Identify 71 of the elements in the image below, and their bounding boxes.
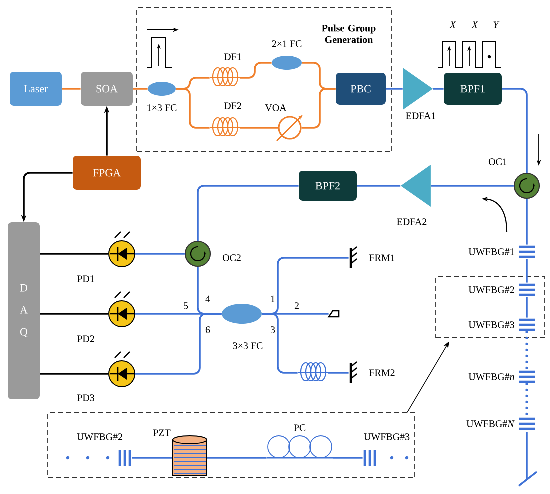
fiber-line <box>526 259 528 283</box>
pulse-label: Y <box>494 22 500 28</box>
component-label: OC1 <box>488 158 507 166</box>
port-number: 5 <box>184 302 188 310</box>
fiber-line <box>240 62 272 79</box>
dashed-group-box <box>436 276 546 338</box>
component-label: OC2 <box>222 254 241 262</box>
component-label: 2×1 FC <box>272 40 302 48</box>
fiber-line <box>302 88 336 129</box>
component-label: PD2 <box>77 336 94 342</box>
component-label: PD1 <box>77 276 94 282</box>
fiber-line <box>132 457 172 459</box>
cable-line <box>40 313 108 315</box>
port-number: 4 <box>206 296 210 302</box>
port-number: 6 <box>206 326 210 334</box>
fiber-line <box>526 330 528 372</box>
combiner-box: PBC <box>336 73 386 105</box>
component-label: UWFBG#1 <box>468 248 514 256</box>
component-label: 1×3 FC <box>148 104 177 112</box>
component-label: DF1 <box>224 54 242 60</box>
component-label: UWFBG#n <box>468 374 514 380</box>
component-label: VOA <box>265 104 287 112</box>
fiber-line <box>386 88 403 90</box>
component-label: PC <box>294 424 306 432</box>
port-number: 2 <box>294 302 299 310</box>
fiber-line <box>136 253 185 255</box>
fiber-line <box>262 313 298 374</box>
fiber-line <box>328 372 349 374</box>
port-number: 1 <box>271 296 275 302</box>
fiber-line <box>526 382 528 418</box>
fiber-line <box>357 185 401 187</box>
pulse-label: X <box>472 22 478 28</box>
laser-box: Laser <box>10 72 62 106</box>
pulse-label: X <box>450 22 456 28</box>
component-label: UWFBG#2 <box>468 286 514 294</box>
fiber-line <box>526 297 528 318</box>
acquisition-box: D A Q <box>8 222 40 400</box>
component-label: DF2 <box>224 102 242 110</box>
fiber-line <box>208 457 267 459</box>
component-label: PZT <box>153 430 171 436</box>
controller-box: FPGA <box>73 156 141 190</box>
filter-box: BPF1 <box>444 73 502 105</box>
component-label: UWFBG#3 <box>468 322 514 328</box>
fiber-line <box>526 199 528 245</box>
fiber-line <box>240 127 278 129</box>
fiber-coil <box>298 362 328 382</box>
component-label: UWFBG#2 <box>77 434 122 440</box>
amplifier-box: SOA <box>81 72 133 106</box>
component-label: UWFBG#3 <box>364 434 410 440</box>
fiber-line <box>136 313 222 375</box>
fiber-line <box>176 88 210 129</box>
fiber-line <box>333 457 363 459</box>
component-label: EDFA1 <box>406 112 436 120</box>
cable-line <box>40 373 108 375</box>
component-label: EDFA2 <box>397 218 427 226</box>
component-label: FRM1 <box>369 254 395 262</box>
fiber-line <box>133 88 148 90</box>
fiber-line <box>197 185 299 241</box>
component-label: UWFBG#N <box>466 420 515 428</box>
component-label: Pulse Group Generation <box>322 24 376 44</box>
dashed-inset-box <box>48 412 416 478</box>
fiber-line <box>502 88 528 173</box>
filter-box: BPF2 <box>299 171 357 201</box>
fiber-line <box>62 88 81 90</box>
port-number: 3 <box>270 326 276 334</box>
fiber-line <box>431 185 514 187</box>
component-label: 3×3 FC <box>233 342 263 350</box>
component-label: PD3 <box>77 394 94 402</box>
cable-line <box>40 253 108 255</box>
component-label: FRM2 <box>369 370 395 376</box>
fiber-line <box>433 88 444 90</box>
